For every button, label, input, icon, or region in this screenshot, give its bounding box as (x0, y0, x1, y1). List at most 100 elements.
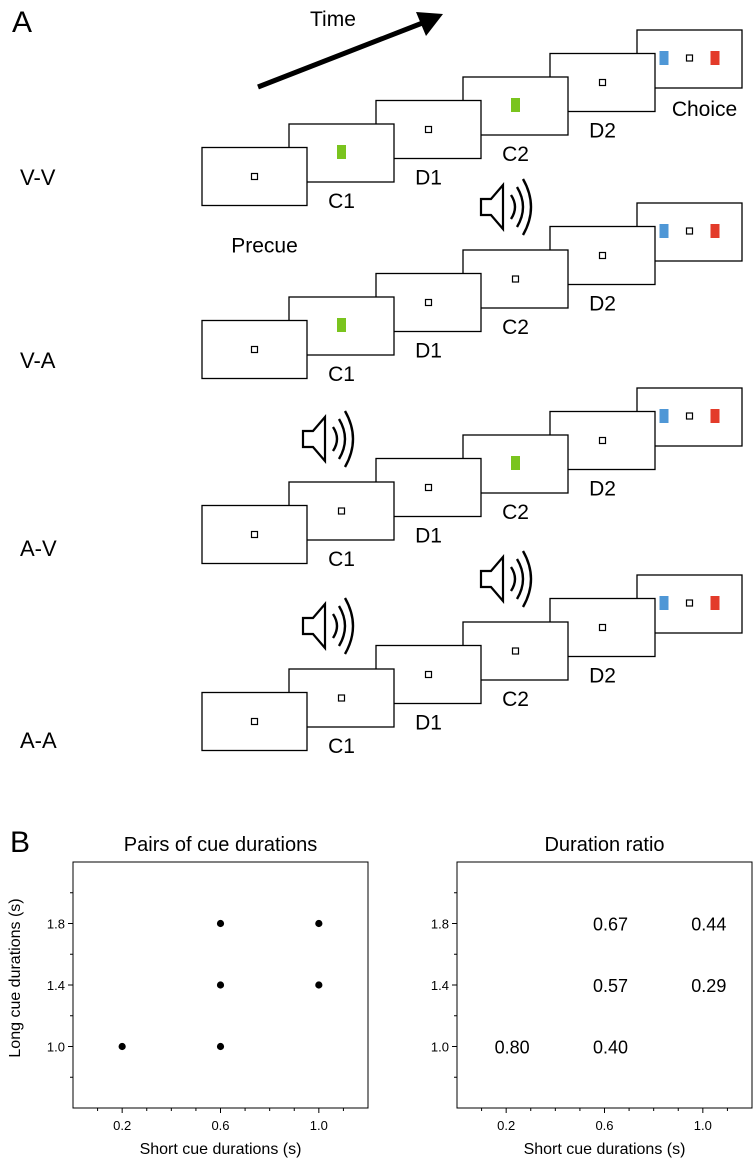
choice-target-right (710, 409, 720, 423)
ratio-value: 0.44 (691, 915, 726, 935)
x-tick-label: 0.2 (497, 1118, 515, 1133)
ratio-value: 0.80 (495, 1038, 530, 1058)
y-tick-label: 1.4 (47, 978, 65, 993)
frame-precue (201, 146, 308, 207)
choice-target-left (659, 409, 669, 423)
data-point (216, 981, 225, 989)
data-point (118, 1042, 126, 1051)
y-tick-label: 1.8 (431, 917, 449, 932)
x-tick-label: 1.0 (694, 1118, 712, 1133)
y-tick-label: 1.8 (47, 917, 65, 932)
frame-precue (201, 504, 308, 565)
x-tick-label: 0.2 (113, 1118, 131, 1133)
x-axis-label: Short cue durations (s) (524, 1141, 686, 1158)
ratio-value: 0.29 (691, 976, 726, 996)
visual-cue (337, 318, 346, 332)
pairs-plot: Pairs of cue durations 0.2 0.6 1.0 1.0 1.4 1.8… (47, 834, 369, 1158)
plot-title: Duration ratio (544, 834, 664, 856)
time-arrow-icon (257, 12, 443, 90)
choice-target-right (710, 224, 720, 238)
fixation-point (250, 530, 259, 539)
frame-precue (201, 319, 308, 380)
frame-label-c1: C1 (328, 548, 355, 571)
frame-label-d2: D2 (589, 120, 616, 143)
visual-cue (511, 456, 520, 470)
frame-label-c2: C2 (502, 143, 529, 166)
fixation-point (250, 172, 259, 181)
x-tick-label: 1.0 (310, 1118, 328, 1133)
choice-target-left (659, 51, 669, 65)
fixation-point (685, 412, 694, 420)
frame-label-d2: D2 (589, 478, 616, 501)
x-tick-label: 0.6 (211, 1118, 229, 1133)
ratio-value: 0.57 (593, 976, 628, 996)
choice-target-right (710, 51, 720, 65)
frame-label-c1: C1 (328, 190, 355, 213)
fixation-point (424, 483, 433, 492)
data-point (315, 919, 323, 928)
frame-label-d1: D1 (415, 525, 442, 548)
y-axis-label: Long cue durations (s) (7, 898, 24, 1057)
frame-precue (201, 691, 308, 752)
fixation-point (598, 78, 607, 87)
choice-target-left (659, 224, 669, 238)
fixation-point (424, 125, 433, 134)
fixation-point (598, 436, 607, 445)
fixation-point (424, 670, 433, 679)
data-point (315, 981, 323, 989)
frame-label-c1: C1 (328, 363, 355, 386)
frame-label-c1: C1 (328, 735, 355, 758)
fixation-point (511, 647, 520, 655)
visual-cue (511, 98, 520, 112)
fixation-point (685, 54, 694, 62)
frame-label-d1: D1 (415, 340, 442, 363)
data-point (216, 1042, 225, 1051)
time-label: Time (310, 8, 356, 31)
frame-label-d2: D2 (589, 293, 616, 316)
visual-cue (337, 145, 346, 159)
condition-label: A-A (20, 728, 57, 753)
fixation-point (424, 298, 433, 307)
frame-label-d1: D1 (415, 167, 442, 190)
x-axis-label: Short cue durations (s) (140, 1141, 302, 1158)
frame-label-c2: C2 (502, 316, 529, 339)
y-tick-label: 1.4 (431, 978, 449, 993)
fixation-point (598, 251, 607, 260)
plot-title: Pairs of cue durations (124, 834, 317, 856)
speaker-icon (479, 550, 533, 608)
choice-label: Choice (672, 98, 737, 121)
condition-label: V-V (20, 165, 56, 190)
condition-label: A-V (20, 536, 57, 561)
choice-target-right (710, 596, 720, 610)
choice-target-left (659, 596, 669, 610)
condition-row-a-v: A-V C1 D1 C2 D2 (20, 387, 743, 571)
speaker-icon (479, 178, 533, 236)
frame-label-c2: C2 (502, 688, 529, 711)
ratio-value: 0.67 (593, 915, 628, 935)
x-tick-label: 0.6 (595, 1118, 613, 1133)
frame-label-d1: D1 (415, 712, 442, 735)
panel-b-letter: B (10, 826, 30, 859)
fixation-point (337, 507, 346, 515)
fixation-point (250, 345, 259, 354)
y-tick-label: 1.0 (47, 1040, 65, 1055)
condition-label: V-A (20, 348, 56, 373)
fixation-point (598, 623, 607, 632)
frame-label-d2: D2 (589, 665, 616, 688)
speaker-icon (301, 410, 355, 468)
y-tick-label: 1.0 (431, 1040, 449, 1055)
data-point (216, 919, 225, 928)
fixation-point (685, 599, 694, 607)
ratio-value: 0.40 (593, 1038, 628, 1058)
frame-label-c2: C2 (502, 501, 529, 524)
fixation-point (250, 717, 259, 726)
fixation-point (685, 227, 694, 235)
precue-label: Precue (231, 235, 298, 258)
fixation-point (511, 275, 520, 283)
speaker-icon (301, 597, 355, 655)
